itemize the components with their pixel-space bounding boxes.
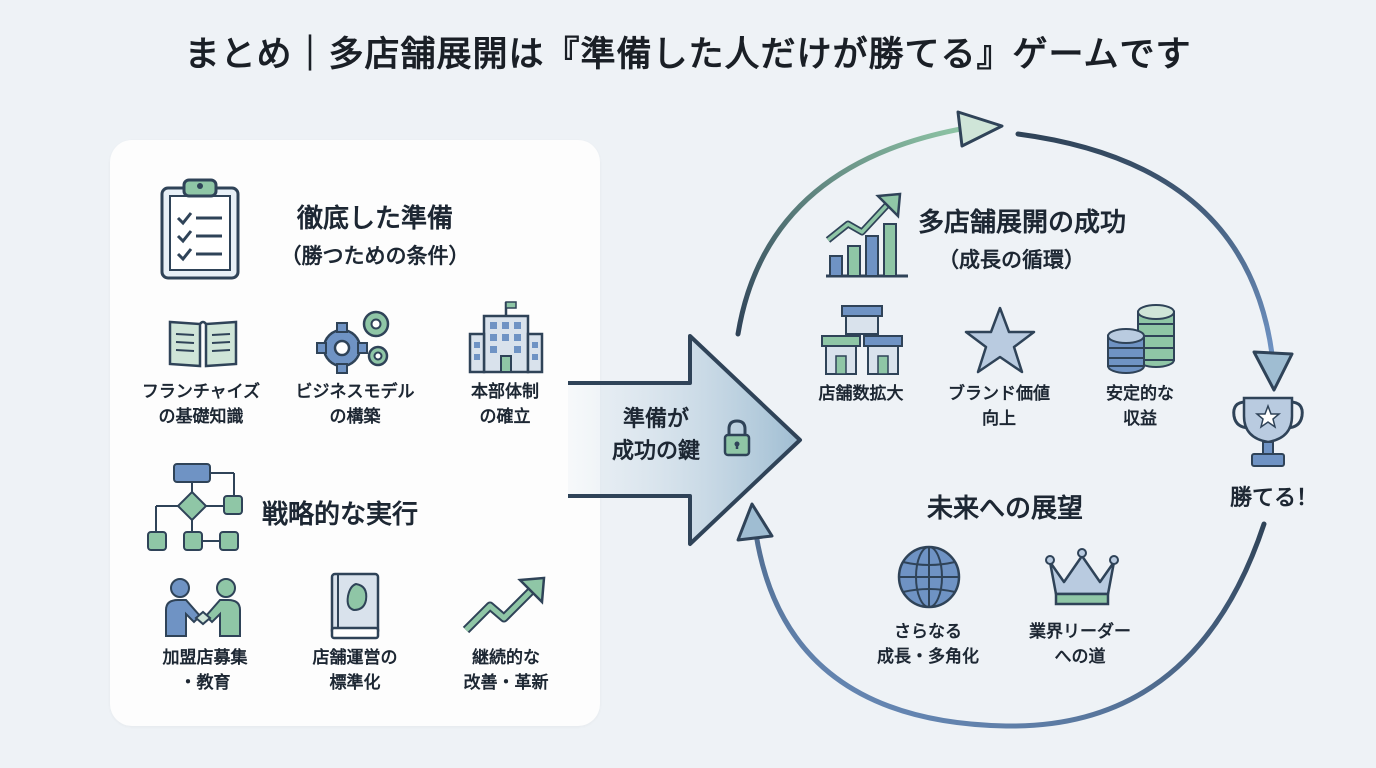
success-item-store-expansion: 店舗数拡大 [818,384,904,404]
prep-item-headquarters: 本部体制 の確立 [471,382,539,427]
exec-item-standardization: 店舗運営の 標準化 [312,648,398,693]
clipboard-checklist-icon [158,176,244,282]
office-building-icon [466,300,546,376]
handshake-icon [160,576,246,638]
win-label: 勝てる！ [1229,486,1318,511]
coin-stacks-icon [1104,304,1178,376]
preparation-subheading: （勝つための条件） [280,244,470,268]
padlock-icon [722,418,752,458]
success-item-stable-revenue: 安定的な 収益 [1106,384,1174,429]
exec-item-improvement: 継続的な 改善・革新 [463,648,549,693]
star-icon [962,304,1038,376]
upward-trend-arrow-icon [462,574,548,638]
execution-heading: 戦略的な実行 [262,500,419,530]
growth-bar-chart-icon [822,190,912,280]
manual-book-icon [326,572,382,640]
crown-icon [1044,546,1120,608]
future-item-growth: さらなる 成長・多角化 [877,622,979,667]
flowchart-icon [144,462,244,556]
prep-item-franchise: フランチャイズ の基礎知識 [141,382,261,427]
page-title: まとめ｜多店舗展開は『準備した人だけが勝てる』ゲームです [184,35,1192,75]
future-item-industry-leader: 業界リーダー への道 [1029,622,1131,667]
future-heading: 未来への展望 [926,494,1083,524]
growth-cycle-arrows [726,104,1296,734]
key-to-success-label: 準備が 成功の鍵 [611,407,700,464]
trophy-icon [1230,392,1306,472]
preparation-heading: 徹底した準備 [296,204,453,234]
globe-icon [894,542,964,612]
prep-item-business-model: ビジネスモデル の構築 [295,382,415,427]
success-subheading: （成長の循環） [938,248,1085,272]
success-item-brand-value: ブランド価値 向上 [948,384,1050,429]
key-to-success-arrow [560,330,810,550]
success-heading: 多店舗展開の成功 [918,208,1127,238]
open-book-icon [166,314,240,372]
stores-icon [820,300,904,378]
gears-icon [316,306,396,376]
exec-item-recruiting: 加盟店募集 ・教育 [162,648,248,693]
